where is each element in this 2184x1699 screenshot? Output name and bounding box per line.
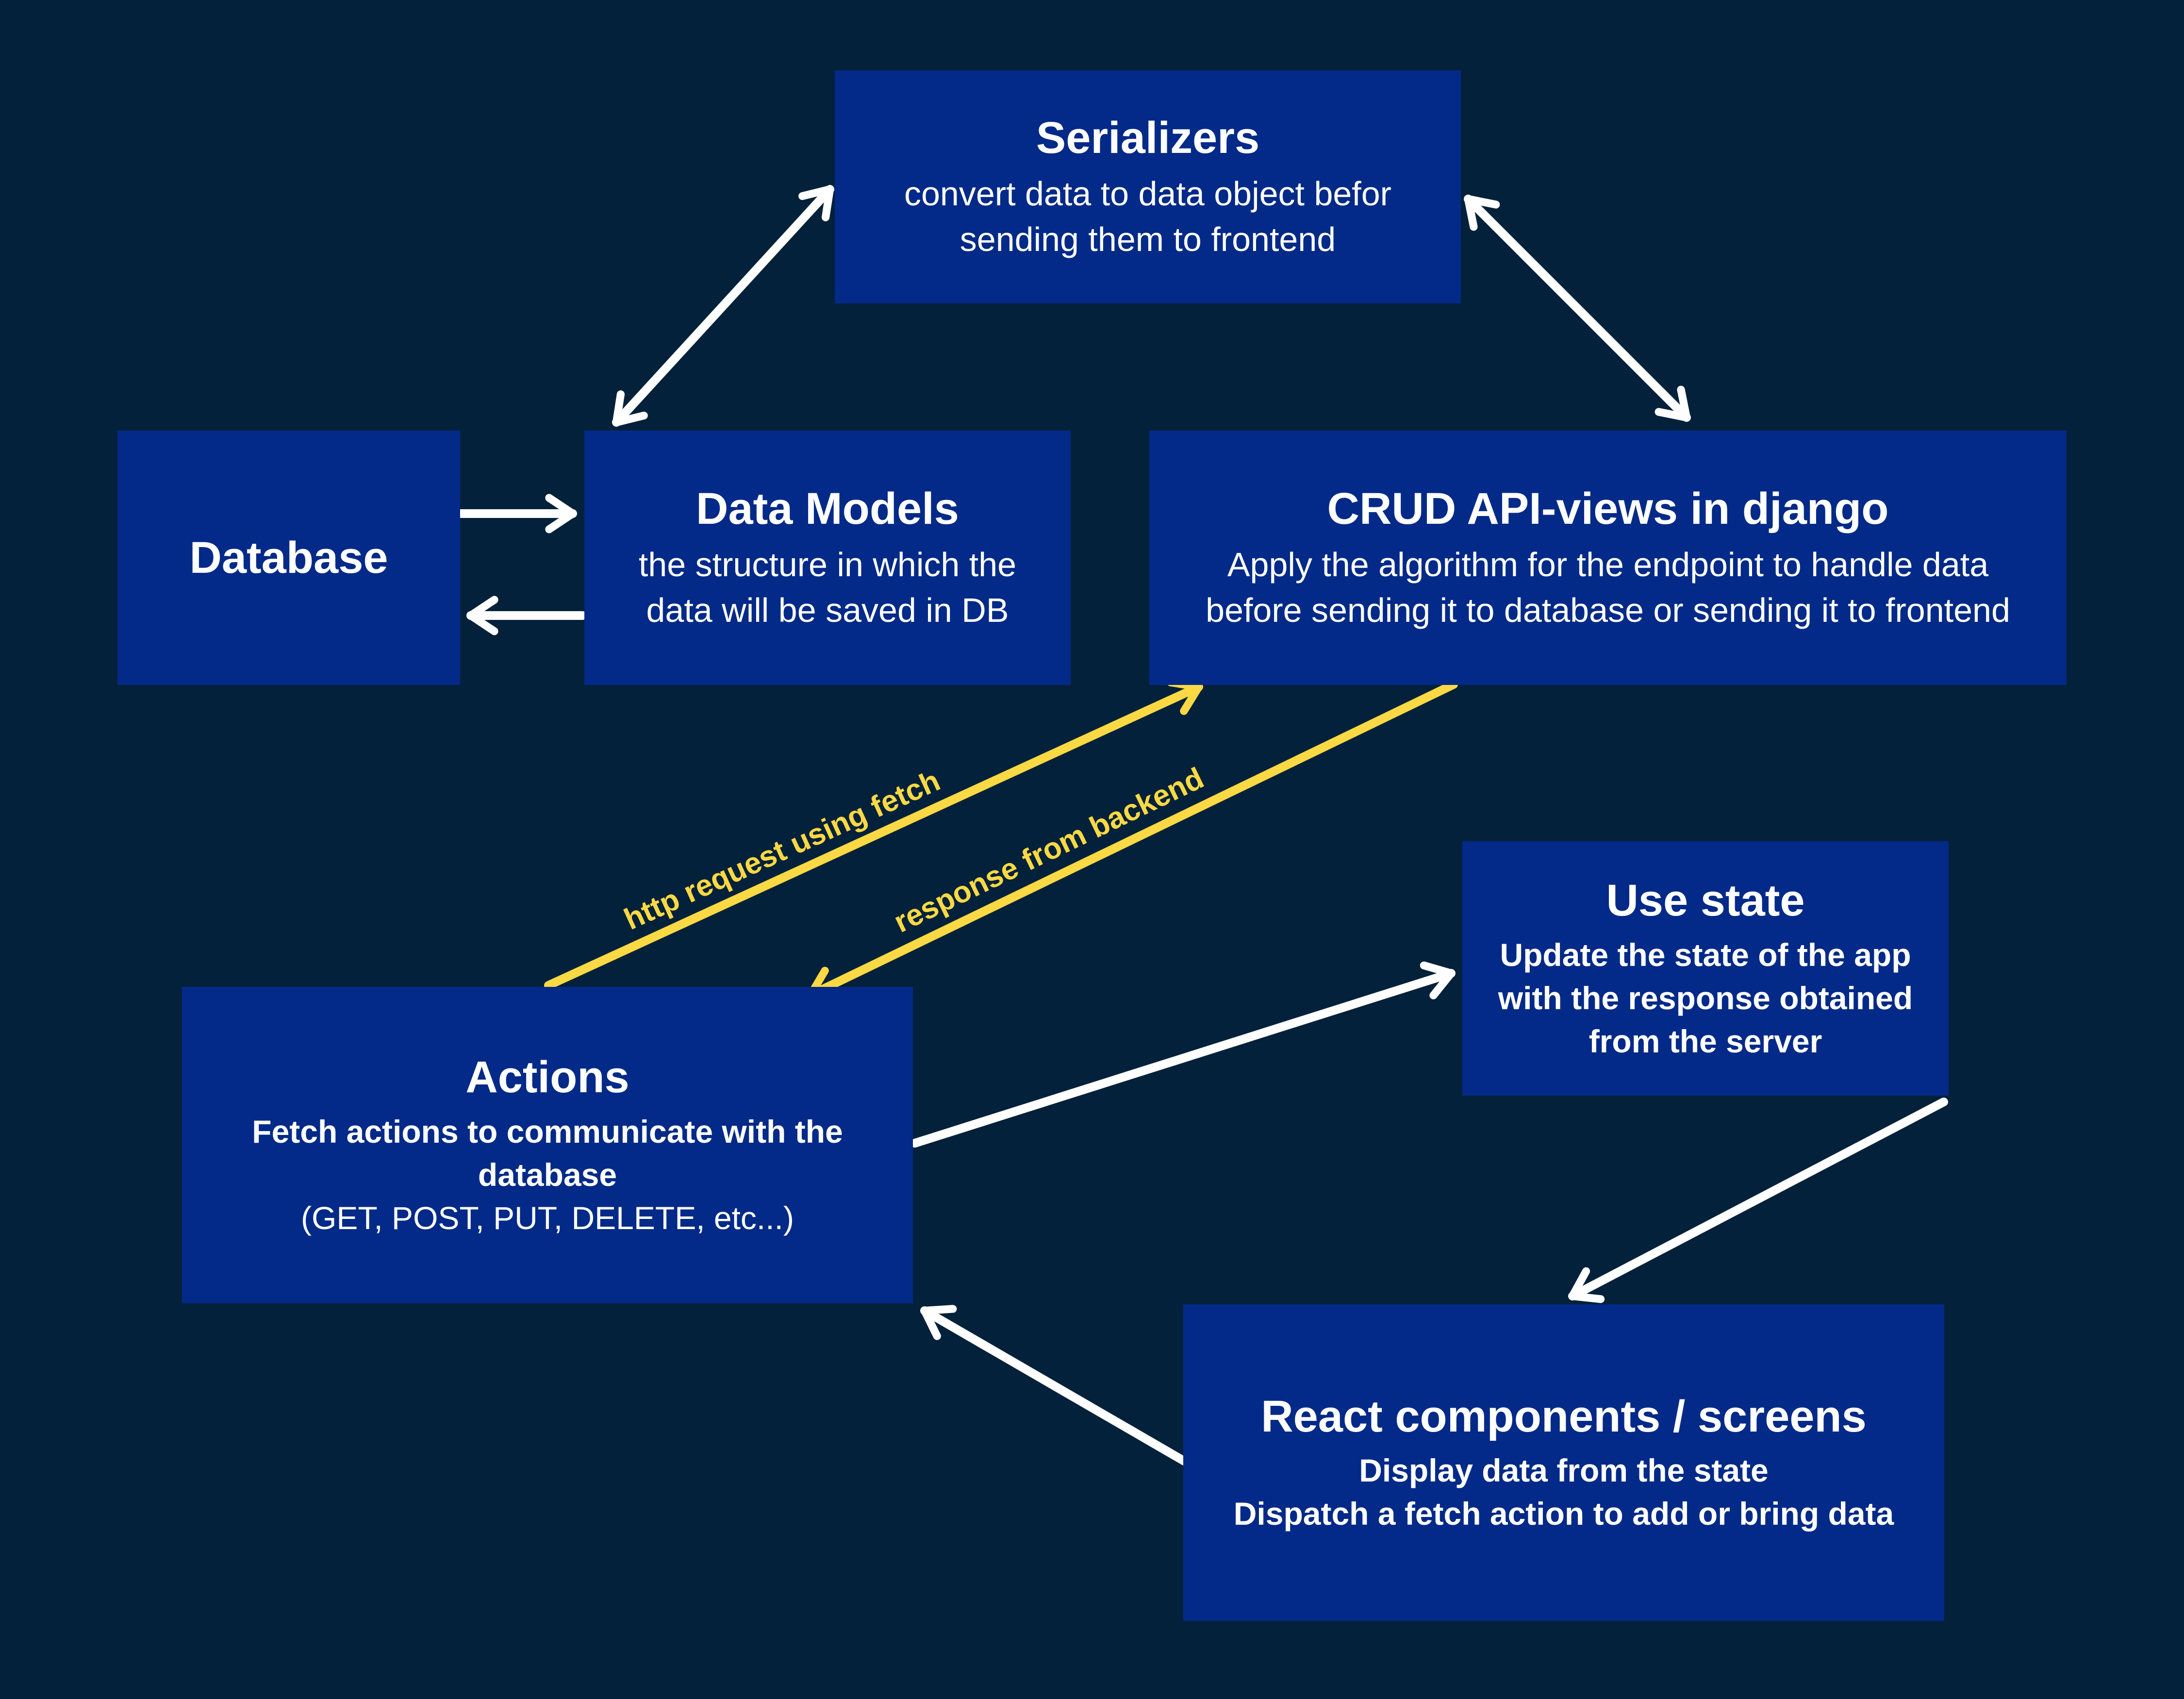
database-box: Database: [117, 431, 460, 685]
serializers-title: Serializers: [1036, 113, 1260, 163]
data-models-description: the structure in which the data will be …: [638, 545, 1017, 630]
serializers-box: Serializers convert data to data object …: [835, 70, 1461, 303]
data-models-title: Data Models: [696, 484, 959, 534]
arrow-models-serializers: [612, 185, 834, 427]
react-components-description: Display data from the state Dispatch a f…: [1233, 1452, 1894, 1532]
data-models-box: Data Models the structure in which the d…: [584, 431, 1071, 685]
crud-views-title: CRUD API-views in django: [1327, 484, 1889, 534]
react-components-title: React components / screens: [1261, 1391, 1867, 1441]
actions-box: Actions Fetch actions to communicate wit…: [182, 987, 913, 1303]
arrow-react-to-actions: [920, 1305, 1189, 1466]
actions-title: Actions: [465, 1052, 629, 1102]
actions-description: (GET, POST, PUT, DELETE, etc...): [301, 1199, 794, 1236]
arrow-response: [806, 680, 1458, 1003]
arrow-serializers-crud: [1464, 195, 1691, 422]
crud-views-description: Apply the algorithm for the endpoint to …: [1206, 545, 2010, 630]
arrow-http-request: [544, 678, 1203, 990]
use-state-title: Use state: [1606, 876, 1805, 926]
database-title: Database: [189, 533, 388, 583]
arrow-actions-to-usestate: [910, 961, 1456, 1148]
react-components-box: React components / screens Display data …: [1183, 1304, 1944, 1621]
crud-views-box: CRUD API-views in django Apply the algor…: [1149, 431, 2067, 685]
use-state-description: Update the state of the app with the res…: [1498, 936, 1913, 1059]
use-state-box: Use state Update the state of the app wi…: [1462, 841, 1949, 1096]
actions-description-bold: Fetch actions to communicate with the da…: [252, 1113, 843, 1193]
arrow-usestate-to-react: [1568, 1098, 1948, 1303]
serializers-description: convert data to data object befor sendin…: [904, 174, 1391, 259]
